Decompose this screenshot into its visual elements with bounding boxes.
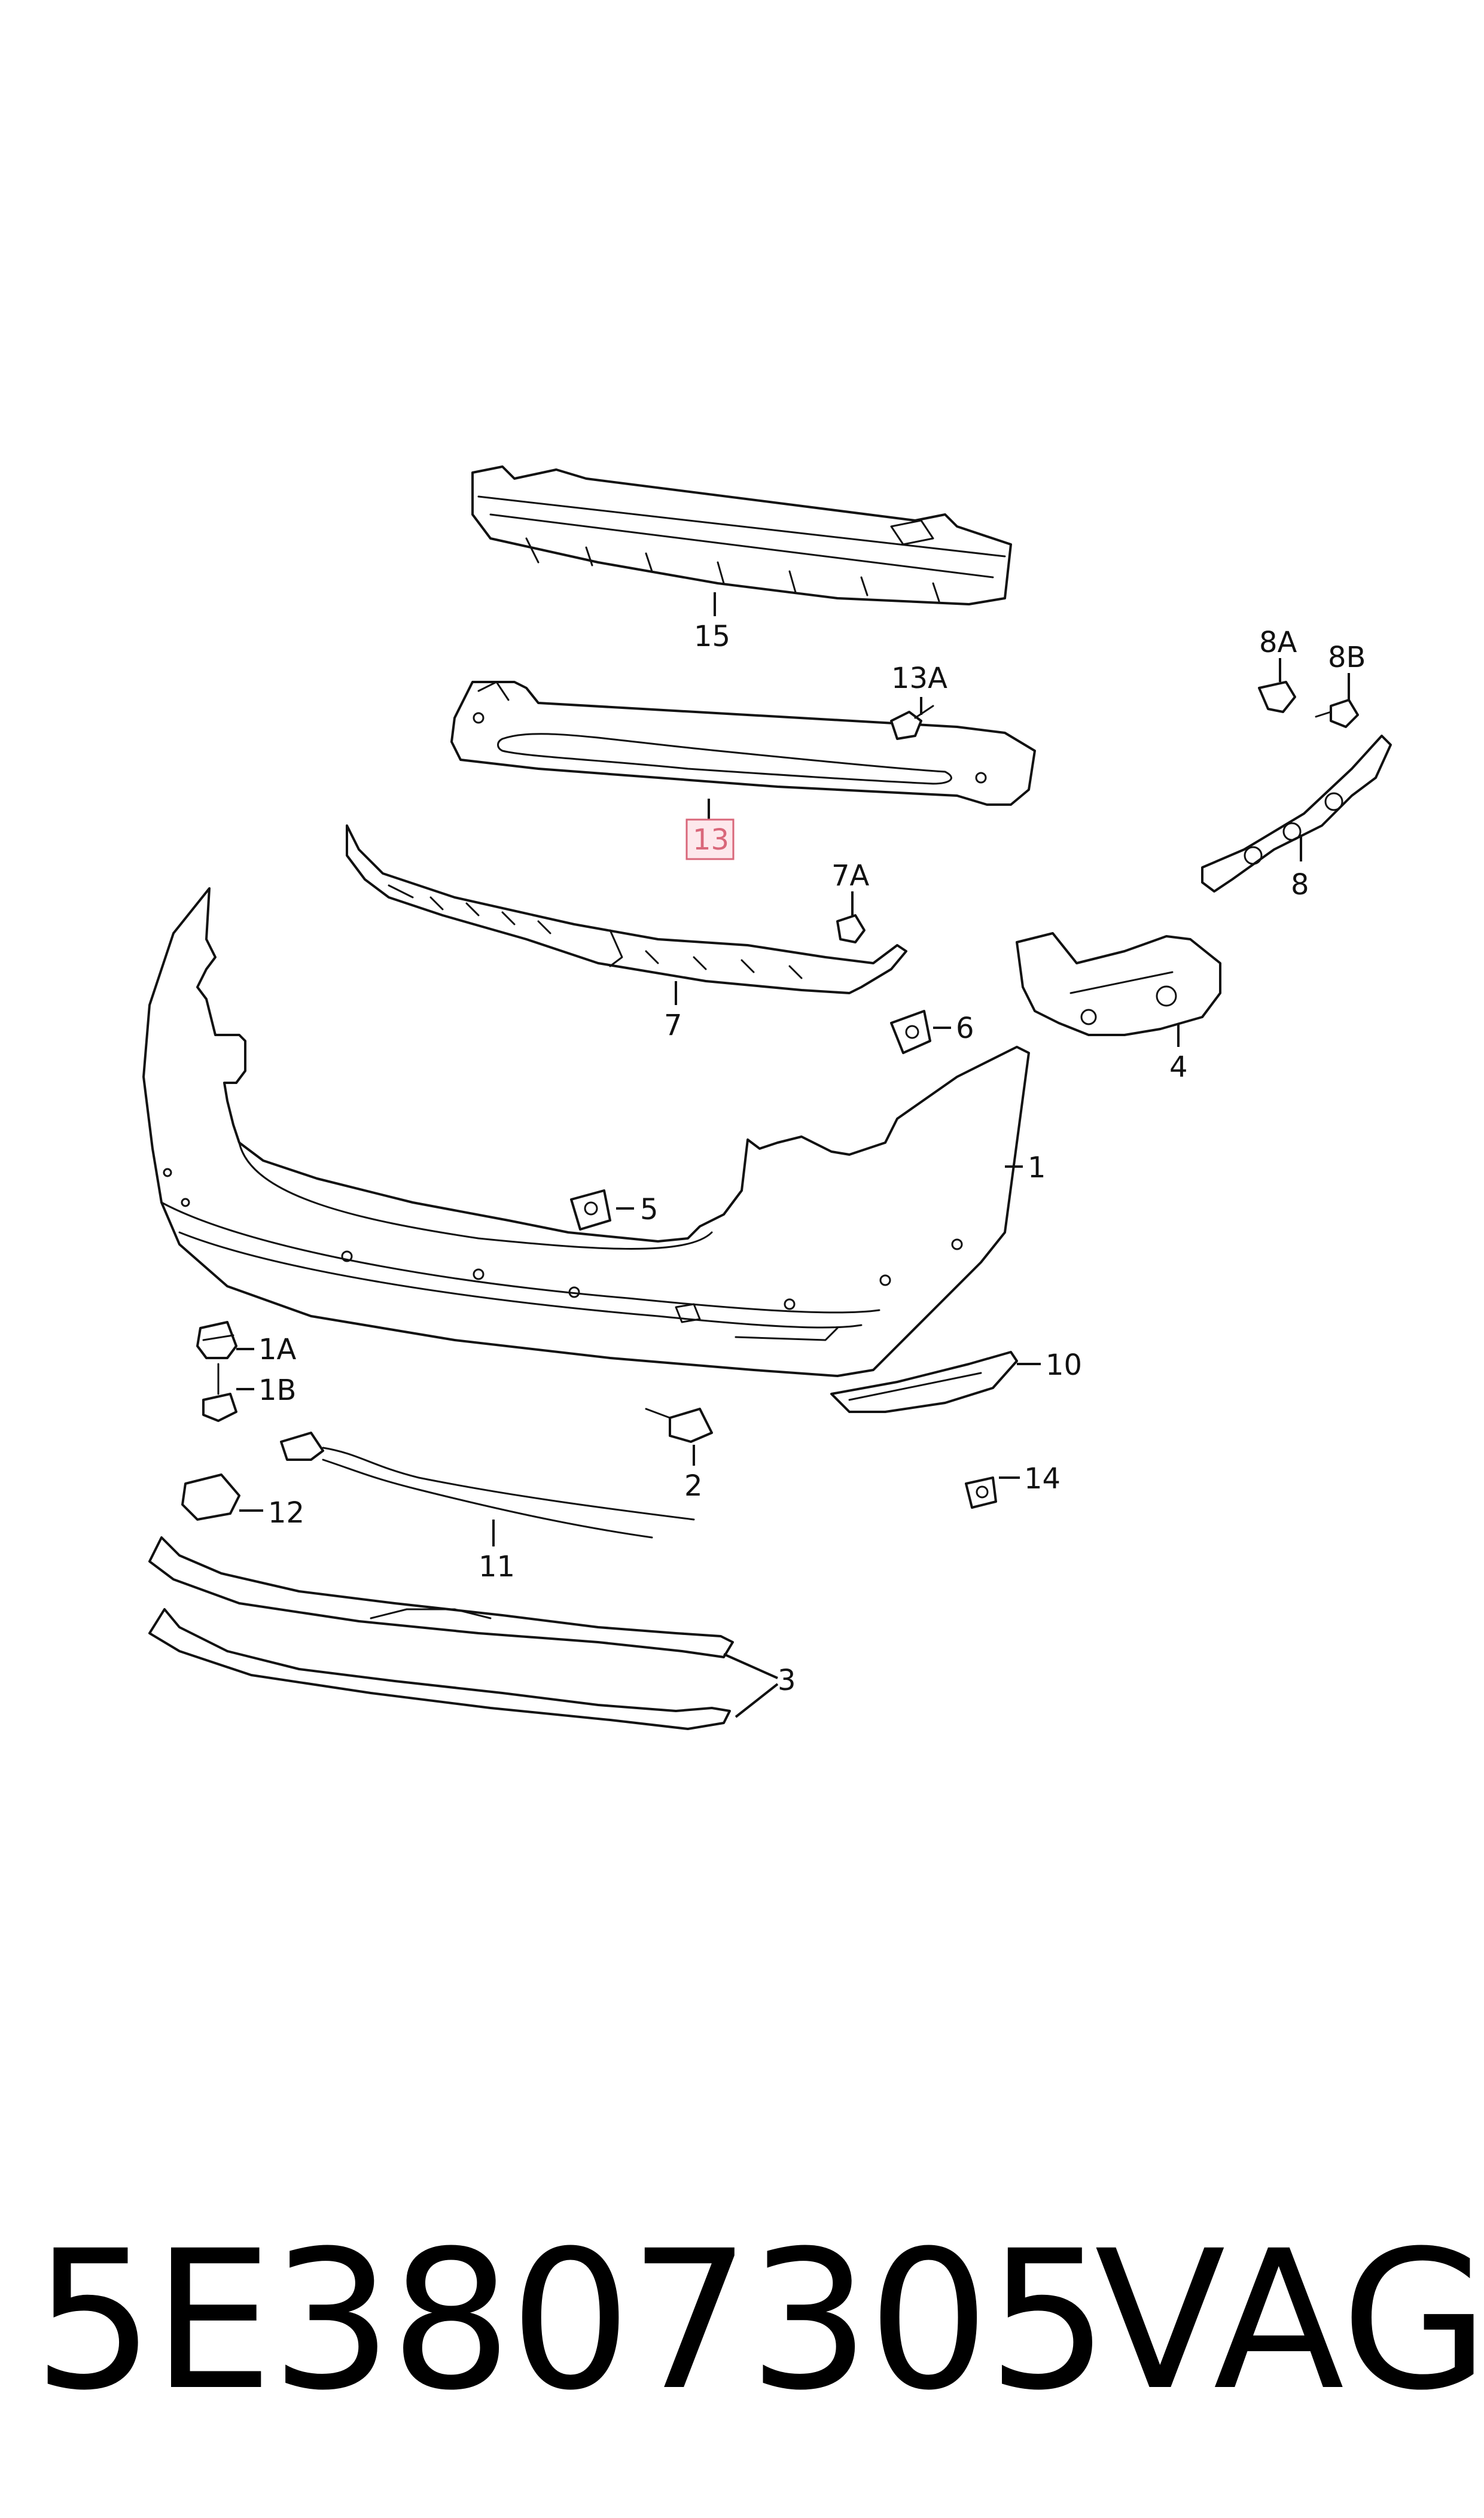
part-1b-screw[interactable] — [202, 1363, 237, 1422]
callout-6: 6 — [956, 1012, 974, 1045]
callout-4: 4 — [1169, 1051, 1188, 1084]
callout-13-highlight-box — [685, 818, 735, 860]
callout-15: 15 — [694, 620, 730, 653]
callout-1a: 1A — [258, 1333, 297, 1366]
callout-8a: 8A — [1259, 626, 1297, 659]
part-14-clip[interactable] — [965, 1476, 997, 1509]
part-7a-nut[interactable] — [836, 914, 866, 943]
part-1-bumper-cover[interactable] — [142, 887, 1030, 1377]
callout-8b: 8B — [1328, 641, 1366, 674]
part-4-side-bracket[interactable] — [1016, 932, 1221, 1036]
callout-1b: 1B — [258, 1374, 296, 1407]
callout-7a: 7A — [831, 859, 870, 893]
part-5-clip[interactable] — [570, 1189, 611, 1231]
callout-13a: 13A — [891, 662, 947, 695]
callout-1: 1 — [1028, 1151, 1046, 1185]
part-13a-bolt[interactable] — [890, 705, 934, 740]
callout-8: 8 — [1291, 868, 1309, 902]
part-3-lower-spoiler-upper[interactable] — [148, 1536, 734, 1658]
part-8b-screw[interactable] — [1315, 699, 1359, 728]
callout-10: 10 — [1046, 1348, 1082, 1382]
part-12-bracket[interactable] — [181, 1473, 240, 1521]
part-3-lower-spoiler-lower[interactable] — [148, 1608, 731, 1730]
callout-3: 3 — [778, 1664, 796, 1697]
callout-2: 2 — [684, 1469, 703, 1503]
part-1a-expanding-nut[interactable] — [196, 1321, 237, 1359]
part-6-clip[interactable] — [890, 1010, 931, 1054]
callout-5: 5 — [640, 1193, 659, 1226]
part-number-text: 5E3807305 — [33, 2210, 1109, 2432]
part-10-trim-strip[interactable] — [830, 1351, 1018, 1413]
callout-7: 7 — [664, 1009, 682, 1042]
callout-11: 11 — [479, 1550, 515, 1584]
part-8-side-bracket[interactable] — [1201, 735, 1392, 893]
part-11-wiring-harness[interactable] — [280, 1432, 695, 1539]
part-15-absorber[interactable] — [471, 465, 1012, 605]
callout-12: 12 — [268, 1496, 304, 1530]
part-2-cap[interactable] — [645, 1408, 713, 1443]
callout-14: 14 — [1024, 1462, 1061, 1496]
part-7-guide-profile[interactable] — [346, 824, 907, 994]
part-8a-clip[interactable] — [1258, 681, 1296, 713]
brand-text: VAG — [1095, 2210, 1484, 2432]
callout-13: 13 — [693, 823, 729, 857]
part-13-carrier-bar[interactable] — [450, 681, 1036, 806]
